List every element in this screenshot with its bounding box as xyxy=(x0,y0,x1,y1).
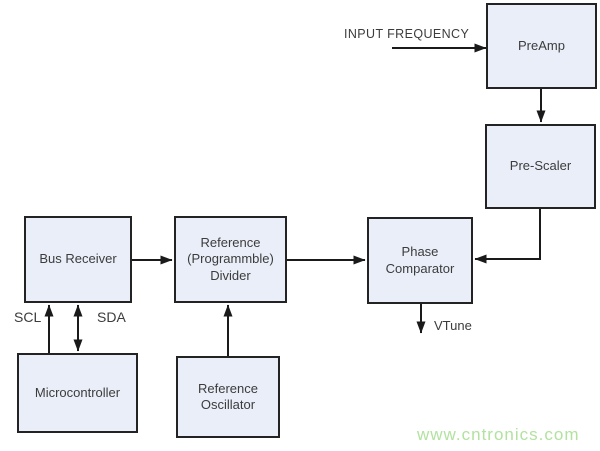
node-microcontroller: Microcontroller xyxy=(17,353,138,433)
node-prescaler-label: Pre-Scaler xyxy=(509,158,572,174)
node-bus-receiver-label: Bus Receiver xyxy=(39,251,117,267)
node-preamp-label: PreAmp xyxy=(518,37,565,53)
sda-label: SDA xyxy=(97,309,126,325)
node-preamp: PreAmp xyxy=(486,3,597,89)
node-reference-oscillator-label: Reference Oscillator xyxy=(198,380,258,412)
node-reference-divider-label: Reference (Programmble) Divider xyxy=(187,235,274,283)
node-microcontroller-label: Microcontroller xyxy=(34,384,121,400)
node-reference-oscillator: Reference Oscillator xyxy=(176,356,280,438)
vtune-label: VTune xyxy=(434,318,472,333)
watermark-cntronics: www.cntronics.com xyxy=(417,425,580,444)
input-frequency-label: INPUT FREQUENCY xyxy=(344,27,470,41)
node-bus-receiver: Bus Receiver xyxy=(24,216,132,303)
node-reference-divider: Reference (Programmble) Divider xyxy=(174,216,287,303)
node-prescaler: Pre-Scaler xyxy=(485,124,596,209)
arrow-prescaler-to-phase-comparator xyxy=(474,209,541,264)
node-phase-comparator: Phase Comparator xyxy=(367,217,473,304)
node-phase-comparator-label: Phase Comparator xyxy=(385,244,455,276)
scl-label: SCL xyxy=(14,309,42,325)
